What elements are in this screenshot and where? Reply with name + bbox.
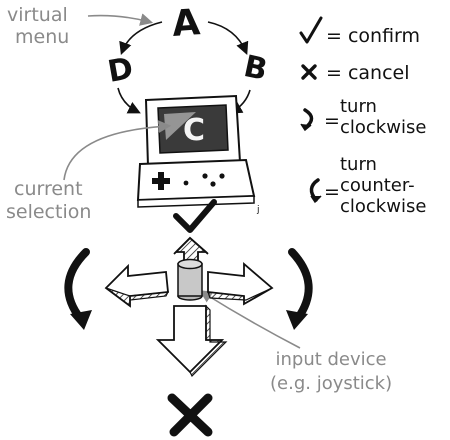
dpad-icon <box>152 172 170 190</box>
menu-letter-b: B <box>241 49 271 88</box>
cross-icon <box>301 64 317 80</box>
menu-letter-a: A <box>171 2 202 45</box>
legend-turn-clockwise-label: turn clockwise <box>340 96 427 138</box>
button-icon <box>183 180 189 186</box>
button-icon <box>202 173 208 179</box>
left-arrow <box>104 263 170 308</box>
menu-letter-c: C <box>183 113 205 148</box>
right-arrow <box>207 262 274 306</box>
input-device-label: input device (e.g. joystick) <box>270 349 393 394</box>
legend-confirm-label: = confirm <box>326 25 421 47</box>
up-arrow <box>173 236 209 263</box>
menu-letter-d: D <box>105 51 136 90</box>
handheld-device: C j <box>136 94 260 215</box>
svg-text:B: B <box>241 49 271 88</box>
virtual-menu-pointer <box>87 13 154 26</box>
legend-cancel-label: = cancel <box>326 62 410 84</box>
button-icon <box>219 173 225 179</box>
counterclockwise-turn-arrow <box>64 248 90 322</box>
joystick-icon <box>177 258 203 301</box>
legend-turn-counterclockwise-eq: = <box>324 181 340 203</box>
svg-text:A: A <box>171 2 202 45</box>
down-arrow <box>155 304 228 378</box>
current-selection-label: current selection <box>6 178 92 223</box>
clockwise-turn-arrow <box>288 248 313 322</box>
svg-text:j: j <box>256 205 260 215</box>
cancel-cross-icon <box>167 393 213 437</box>
confirm-checkmark-icon <box>173 199 217 233</box>
svg-text:D: D <box>105 51 136 90</box>
button-icon <box>210 181 216 187</box>
checkmark-icon <box>299 16 323 44</box>
current-selection-pointer <box>63 120 172 181</box>
virtual-menu-label: virtual menu <box>7 4 70 48</box>
legend-turn-clockwise-eq: = <box>324 110 340 132</box>
legend-turn-counterclockwise-label: turn counter- clockwise <box>340 154 427 217</box>
